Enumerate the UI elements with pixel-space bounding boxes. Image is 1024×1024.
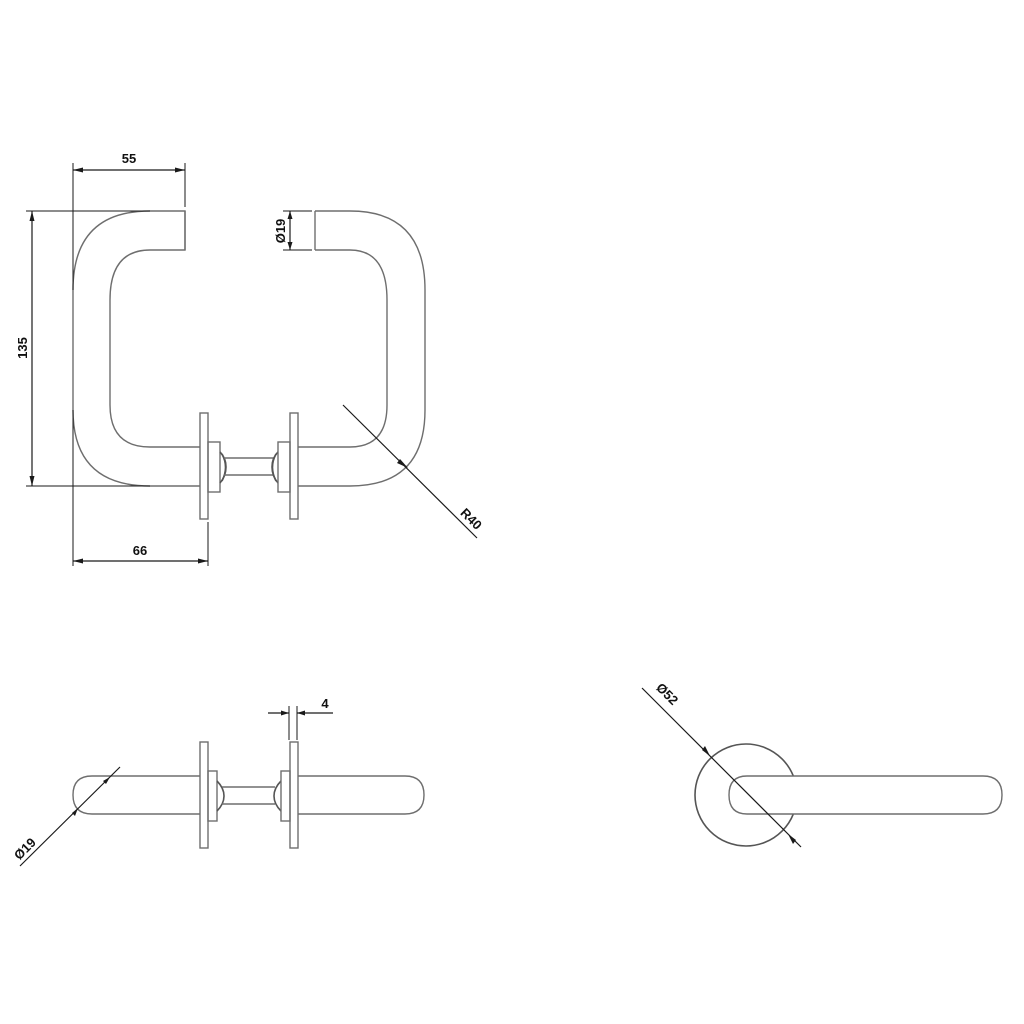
top-view-handle-set [72,741,425,849]
dimension-diameter-19-top-label: Ø19 [11,835,39,863]
dimension-4: 4 [268,696,333,740]
dimension-diameter-19-top: Ø19 [11,766,121,867]
dimension-diameter-19-label: Ø19 [273,219,288,244]
dimension-135: 135 [15,210,150,487]
side-view-handle [694,743,1003,847]
front-view-left-handle [72,210,200,487]
dimension-diameter-19-front: Ø19 [273,210,312,251]
front-view-spindle-assembly [199,412,299,520]
dimension-66: 66 [72,410,209,566]
dimension-4-label: 4 [321,696,329,711]
dimension-55: 55 [72,151,186,290]
dimension-66-label: 66 [133,543,147,558]
dimension-diameter-52: Ø52 [641,680,802,848]
dimension-r40-label: R40 [457,505,484,532]
front-view-right-handle [298,210,426,487]
dimension-r40: R40 [342,404,485,539]
dimension-55-label: 55 [122,151,136,166]
dimension-135-label: 135 [15,337,30,359]
